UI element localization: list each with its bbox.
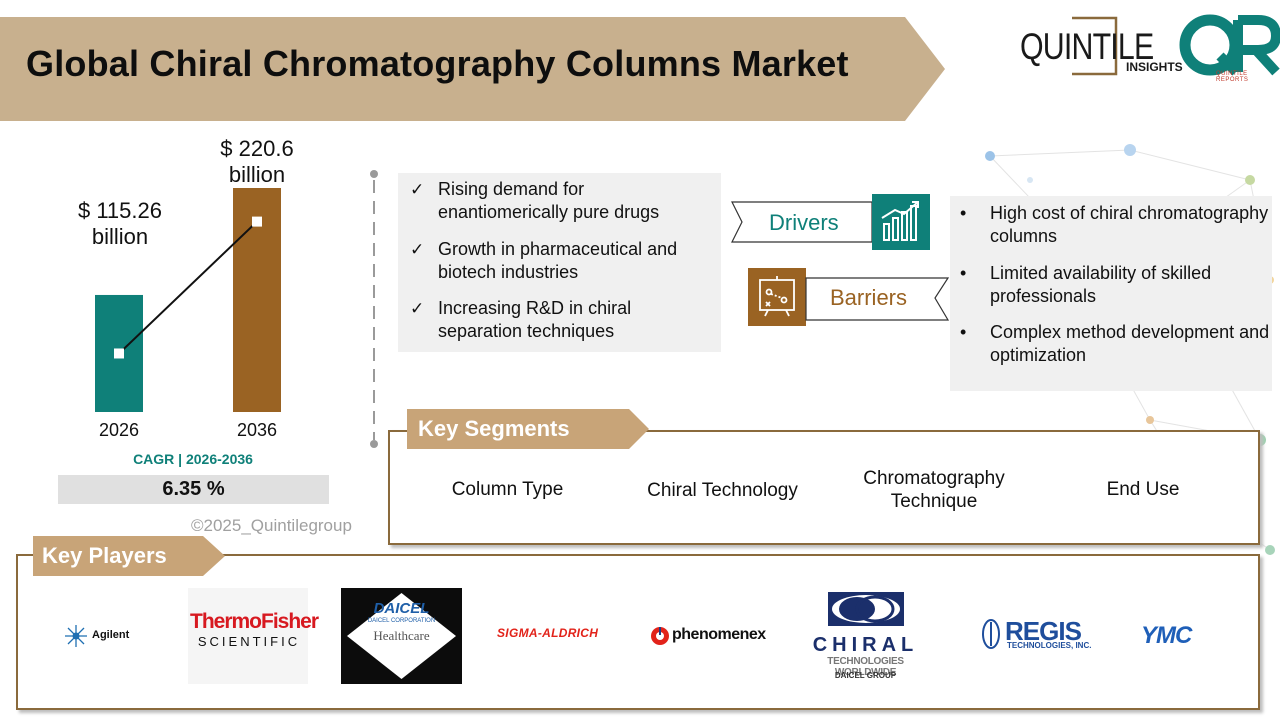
check-icon: ✓ xyxy=(410,299,425,318)
logo-frame xyxy=(1072,16,1118,76)
dashed-divider xyxy=(370,170,378,448)
key-players-tag xyxy=(33,536,225,576)
logo-qr-mark xyxy=(1179,14,1280,76)
barriers-label: Barriers xyxy=(830,285,908,310)
segment-column-type: Column Type xyxy=(451,479,564,500)
page-title: Global Chiral Chromatography Columns Mar… xyxy=(26,43,849,84)
phenomenex-icon xyxy=(651,627,669,645)
chiral-emblem-icon xyxy=(828,592,904,626)
bar-label-2026: $ 115.26 billion xyxy=(77,198,162,249)
bullet-icon: • xyxy=(960,263,967,283)
sigma-aldrich-logo: SIGMA-ALDRICH xyxy=(497,626,599,640)
drivers-label: Drivers xyxy=(769,210,839,235)
trend-marker-2036 xyxy=(252,216,262,227)
logo-brand-text: QUINTILE xyxy=(1020,26,1154,67)
key-segments-tag xyxy=(407,409,649,449)
segment-chiral-technology: Chiral Technology xyxy=(647,480,798,501)
key-players-title: Key Players xyxy=(42,543,167,568)
trend-marker-2026 xyxy=(114,348,124,359)
bar-label-2036: $ 220.6 billion xyxy=(220,136,294,187)
ymc-logo: YMC xyxy=(1141,622,1192,649)
agilent-logo: Agilent xyxy=(64,624,154,648)
thermofisher-logo: ThermoFisher SCIENTIFIC xyxy=(188,588,319,684)
daicel-logo: DAICEL DAICEL CORPORATION Healthcare xyxy=(341,588,462,684)
key-segments-title: Key Segments xyxy=(418,416,570,441)
title-banner: Global Chiral Chromatography Columns Mar… xyxy=(0,17,945,121)
logo-tagline: QUINTILE REPORTS xyxy=(1216,71,1249,83)
logo-sub-text: INSIGHTS xyxy=(1126,60,1183,74)
drivers-list: ✓ Rising demand for enantiomerically pur… xyxy=(398,173,721,352)
check-icon: ✓ xyxy=(410,180,425,199)
year-label-2036: 2036 xyxy=(237,420,278,440)
bullet-icon: • xyxy=(960,322,967,342)
copyright-text: ©2025_Quintilegroup xyxy=(191,516,352,535)
check-icon: ✓ xyxy=(410,240,425,259)
trend-line xyxy=(118,220,258,355)
key-segments-panel xyxy=(388,430,1260,545)
drivers-barriers-tags xyxy=(731,194,950,326)
bullet-icon: • xyxy=(960,203,967,223)
year-label-2026: 2026 xyxy=(99,420,140,440)
phenomenex-logo: phenomenex xyxy=(650,624,775,648)
segment-end-use: End Use xyxy=(1106,479,1180,500)
quintile-logo: QUINTILE INSIGHTS QUINTILE REPORTS xyxy=(1016,12,1280,83)
segment-chromatography-technique: Chromatography Technique xyxy=(863,468,1005,512)
market-size-chart xyxy=(95,188,281,412)
regis-logo: REGIS TECHNOLOGIES, INC. xyxy=(981,616,1096,656)
regis-emblem-icon xyxy=(982,619,1000,649)
agilent-spark-icon xyxy=(65,625,87,647)
cagr-value: 6.35 % xyxy=(58,475,329,504)
chiral-technologies-logo: CHIRAL TECHNOLOGIES WORLDWIDE DAICEL GRO… xyxy=(803,590,928,684)
barriers-list: • High cost of chiral chromatography col… xyxy=(950,196,1272,391)
cagr-title: CAGR | 2026-2036 xyxy=(133,451,253,467)
